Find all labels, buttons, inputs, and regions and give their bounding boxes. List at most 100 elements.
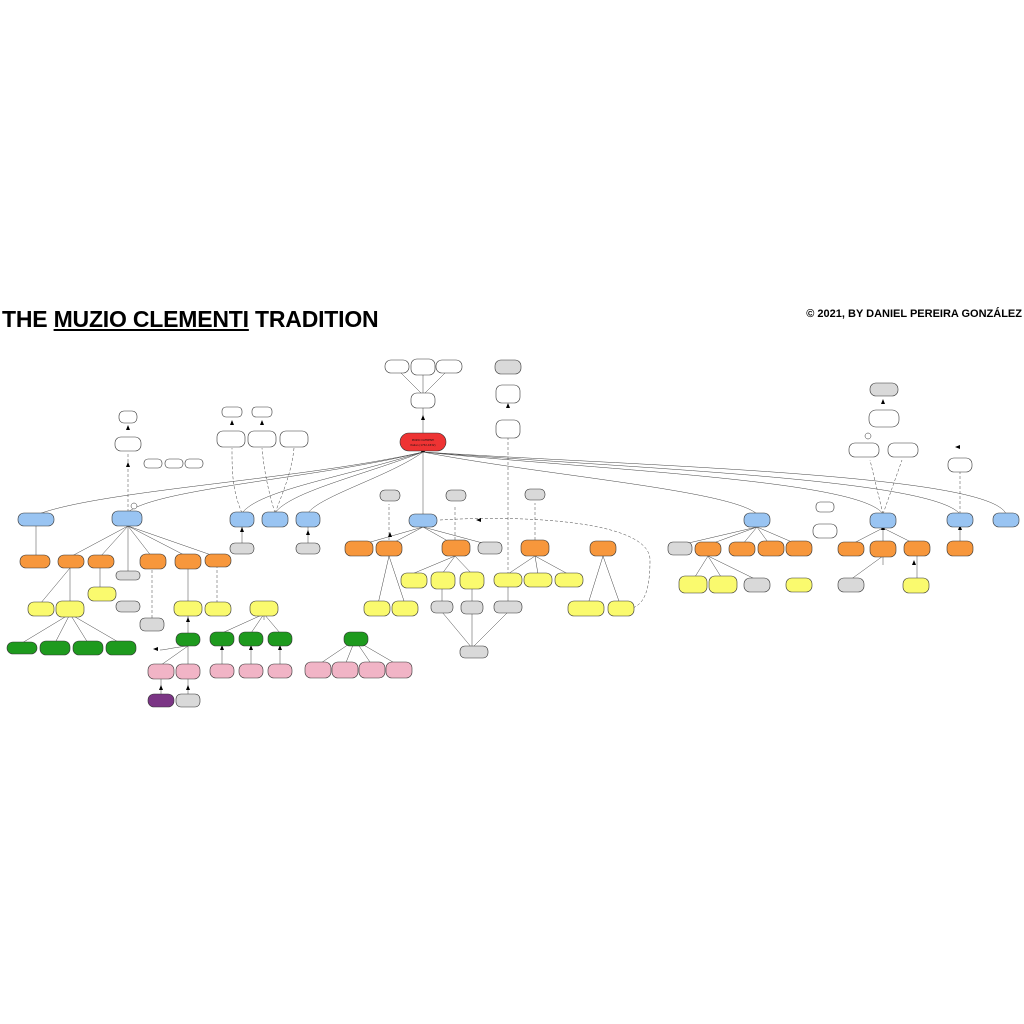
teacher-node[interactable] [435,359,463,374]
unknown-node[interactable] [494,359,522,375]
student-gen2-node[interactable] [869,540,897,558]
student-gen3-node[interactable] [785,577,813,593]
student-gen4-node[interactable] [209,631,235,647]
teacher-node[interactable] [114,436,142,452]
student-gen2-node[interactable] [139,553,167,570]
teacher-node[interactable] [869,382,899,397]
unknown-node[interactable] [837,577,865,593]
student-gen2-node[interactable] [589,540,617,557]
student-gen3-node[interactable] [363,600,391,617]
unknown-node[interactable] [445,489,467,502]
unknown-node[interactable] [379,489,401,502]
unknown-node[interactable] [743,577,771,593]
student-gen3-node[interactable] [173,600,203,617]
student-gen3-node[interactable] [607,600,635,617]
student-gen3-node[interactable] [493,572,523,588]
teacher-node[interactable] [221,406,243,418]
unknown-node[interactable] [460,600,484,615]
unknown-node[interactable] [459,645,489,659]
student-gen1-node[interactable] [229,511,255,528]
student-gen2-node[interactable] [441,539,471,557]
student-gen3-node[interactable] [430,571,456,590]
student-gen5-node[interactable] [147,663,175,680]
student-gen1-node[interactable] [111,510,143,527]
student-gen5-node[interactable] [358,661,386,679]
student-gen1-node[interactable] [295,511,321,528]
student-gen5-node[interactable] [331,661,359,679]
student-gen3-node[interactable] [902,577,930,594]
unknown-node[interactable] [115,570,141,581]
teacher-node[interactable] [495,419,521,439]
student-gen2-node[interactable] [694,541,722,557]
student-gen3-node[interactable] [55,600,85,618]
unknown-node[interactable] [115,600,141,613]
student-gen1-node[interactable] [946,512,974,528]
unknown-node[interactable] [175,693,201,708]
student-gen2-node[interactable] [728,541,756,557]
student-gen3-node[interactable] [567,600,605,617]
student-gen4-node[interactable] [175,632,201,647]
teacher-node[interactable] [118,410,138,424]
student-gen2-node[interactable] [57,554,85,569]
student-gen5-node[interactable] [238,663,264,679]
student-gen4-node[interactable] [39,640,71,656]
student-gen2-node[interactable] [520,539,550,557]
unknown-node[interactable] [229,542,255,555]
student-gen5-node[interactable] [267,663,293,679]
student-gen1-node[interactable] [869,512,897,529]
teacher-node[interactable] [495,384,521,404]
student-gen3-node[interactable] [678,575,708,594]
student-gen2-node[interactable] [87,554,115,569]
student-gen2-node[interactable] [903,540,931,557]
teacher-node[interactable] [410,392,436,409]
teacher-node[interactable] [143,458,163,469]
student-gen3-node[interactable] [27,601,55,617]
student-gen1-node[interactable] [17,512,55,527]
unknown-node[interactable] [295,542,321,555]
teacher-node[interactable] [947,457,973,473]
teacher-node[interactable] [812,523,838,539]
teacher-node[interactable] [279,430,309,448]
student-gen2-node[interactable] [375,540,403,557]
unknown-node[interactable] [524,488,546,501]
student-gen2-node[interactable] [757,540,785,557]
teacher-node[interactable] [216,430,246,448]
student-gen2-node[interactable] [19,554,51,569]
student-gen1-node[interactable] [261,511,289,528]
student-gen4-node[interactable] [238,631,264,647]
teacher-node[interactable] [384,359,410,374]
student-gen5-node[interactable] [175,663,201,680]
student-gen3-node[interactable] [554,572,584,588]
teacher-node[interactable] [868,409,900,428]
student-gen2-node[interactable] [946,540,974,557]
student-gen3-node[interactable] [249,600,279,617]
teacher-node[interactable] [247,430,277,448]
student-gen2-node[interactable] [837,541,865,557]
student-gen3-node[interactable] [708,575,738,594]
student-gen3-node[interactable] [87,586,117,602]
teacher-node[interactable] [848,442,880,458]
unknown-node[interactable] [493,600,523,614]
student-gen5-node[interactable] [304,661,332,679]
student-gen2-node[interactable] [204,553,232,568]
student-gen1-node[interactable] [743,512,771,528]
student-gen4-node[interactable] [343,631,369,647]
student-gen4-node[interactable] [72,640,104,656]
unknown-node[interactable] [477,541,503,555]
student-gen6-node[interactable] [147,693,175,708]
student-gen3-node[interactable] [400,572,428,589]
student-gen2-node[interactable] [174,553,202,570]
student-gen2-node[interactable] [344,540,374,557]
student-gen3-node[interactable] [391,600,419,617]
student-gen3-node[interactable] [523,572,553,588]
unknown-node[interactable] [139,617,165,632]
student-gen3-node[interactable] [204,601,232,617]
teacher-node[interactable] [410,358,436,376]
student-gen3-node[interactable] [459,571,485,590]
teacher-node[interactable] [887,442,919,458]
student-gen4-node[interactable] [105,640,137,656]
teacher-node[interactable] [815,501,835,513]
teacher-node[interactable] [251,406,273,418]
student-gen5-node[interactable] [209,663,235,679]
student-gen4-node[interactable] [267,631,293,647]
